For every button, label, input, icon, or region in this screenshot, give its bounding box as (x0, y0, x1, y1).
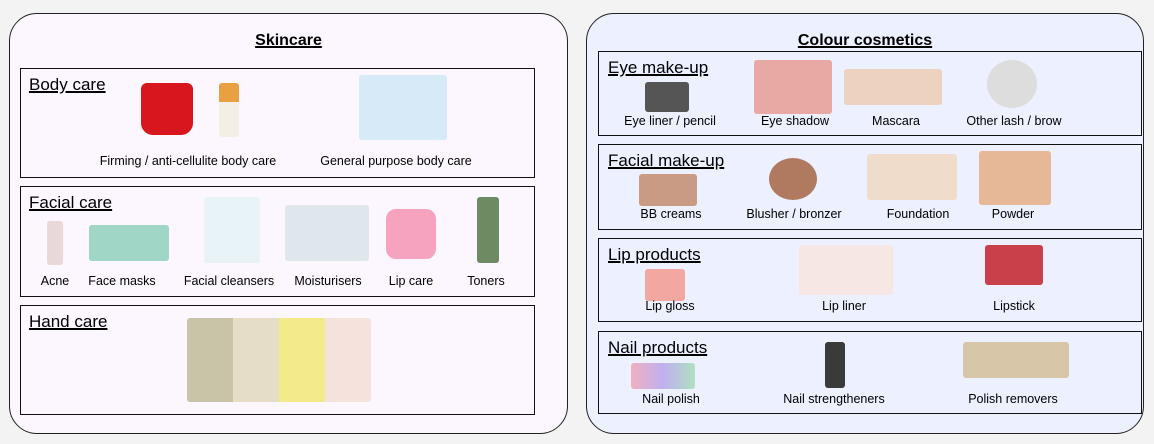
powder-image (979, 151, 1051, 205)
eye-make-up-box: Eye make-up Eye liner / pencil Eye shado… (598, 51, 1142, 136)
eyeliner-image (645, 82, 689, 112)
eye-make-up-label: Eye make-up (608, 58, 709, 77)
caption: Eye liner / pencil (624, 114, 716, 128)
caption: Mascara (872, 114, 920, 128)
colour-cosmetics-title: Colour cosmetics (797, 32, 933, 49)
caption: Facial cleansers (183, 274, 275, 288)
caption: Nail polish (642, 392, 700, 406)
moisturiser-image (285, 205, 369, 261)
serum-bottle-image (219, 83, 239, 137)
body-care-label: Body care (29, 75, 106, 94)
caption: Lip gloss (645, 299, 695, 313)
nail-polish-image (631, 363, 695, 389)
caption: Foundation (886, 207, 950, 221)
caption: Other lash / brow (966, 114, 1062, 128)
lipstick-image (985, 245, 1043, 285)
blusher-image (769, 158, 817, 200)
caption: Blusher / bronzer (746, 207, 842, 221)
nail-strengthener-image (825, 342, 845, 388)
body-care-box: Body care Firming / anti-cellulite body … (20, 68, 535, 178)
caption: Nail strengtheners (783, 392, 885, 406)
caption: Toners (467, 274, 505, 288)
hand-care-label: Hand care (29, 312, 108, 331)
caption: Eye shadow (760, 114, 830, 128)
skincare-title: Skincare (255, 32, 322, 49)
caption: Firming / anti-cellulite body care (99, 154, 277, 168)
bb-cream-image (639, 174, 697, 206)
caption: BB creams (640, 207, 702, 221)
hand-cream-image (187, 318, 371, 402)
lip-liner-image (799, 245, 893, 295)
lip-care-image (386, 209, 436, 259)
cleanser-image (204, 197, 260, 263)
facial-care-label: Facial care (29, 193, 113, 212)
foundation-image (867, 154, 957, 200)
caption: General purpose body care (320, 154, 472, 168)
caption: Lipstick (993, 299, 1035, 313)
facial-care-box: Facial care Acne Face masks Facial clean… (20, 186, 535, 297)
caption: Polish removers (968, 392, 1058, 406)
lip-products-box: Lip products Lip gloss Lip liner Lipstic… (598, 238, 1142, 322)
caption: Lip liner (822, 299, 866, 313)
facial-make-up-label: Facial make-up (608, 151, 725, 170)
facial-make-up-box: Facial make-up BB creams Blusher / bronz… (598, 144, 1142, 230)
lip-products-label: Lip products (608, 245, 701, 264)
caption: Face masks (88, 274, 156, 288)
lip-gloss-image (645, 269, 685, 301)
caption: Moisturisers (294, 274, 362, 288)
hand-care-box: Hand care (20, 305, 535, 415)
mascara-image (844, 69, 942, 105)
caption: Powder (991, 207, 1035, 221)
brow-image (987, 60, 1037, 108)
toner-image (477, 197, 499, 263)
polish-remover-image (963, 342, 1069, 378)
caption: Lip care (388, 274, 434, 288)
eye-shadow-image (754, 60, 832, 114)
caption: Acne (40, 274, 70, 288)
nail-products-label: Nail products (608, 338, 708, 357)
cetaphil-image (359, 75, 447, 140)
face-mask-image (89, 225, 169, 261)
sk2-cream-image (141, 83, 193, 135)
nail-products-box: Nail products Nail polish Nail strengthe… (598, 331, 1142, 414)
acne-image (47, 221, 63, 265)
